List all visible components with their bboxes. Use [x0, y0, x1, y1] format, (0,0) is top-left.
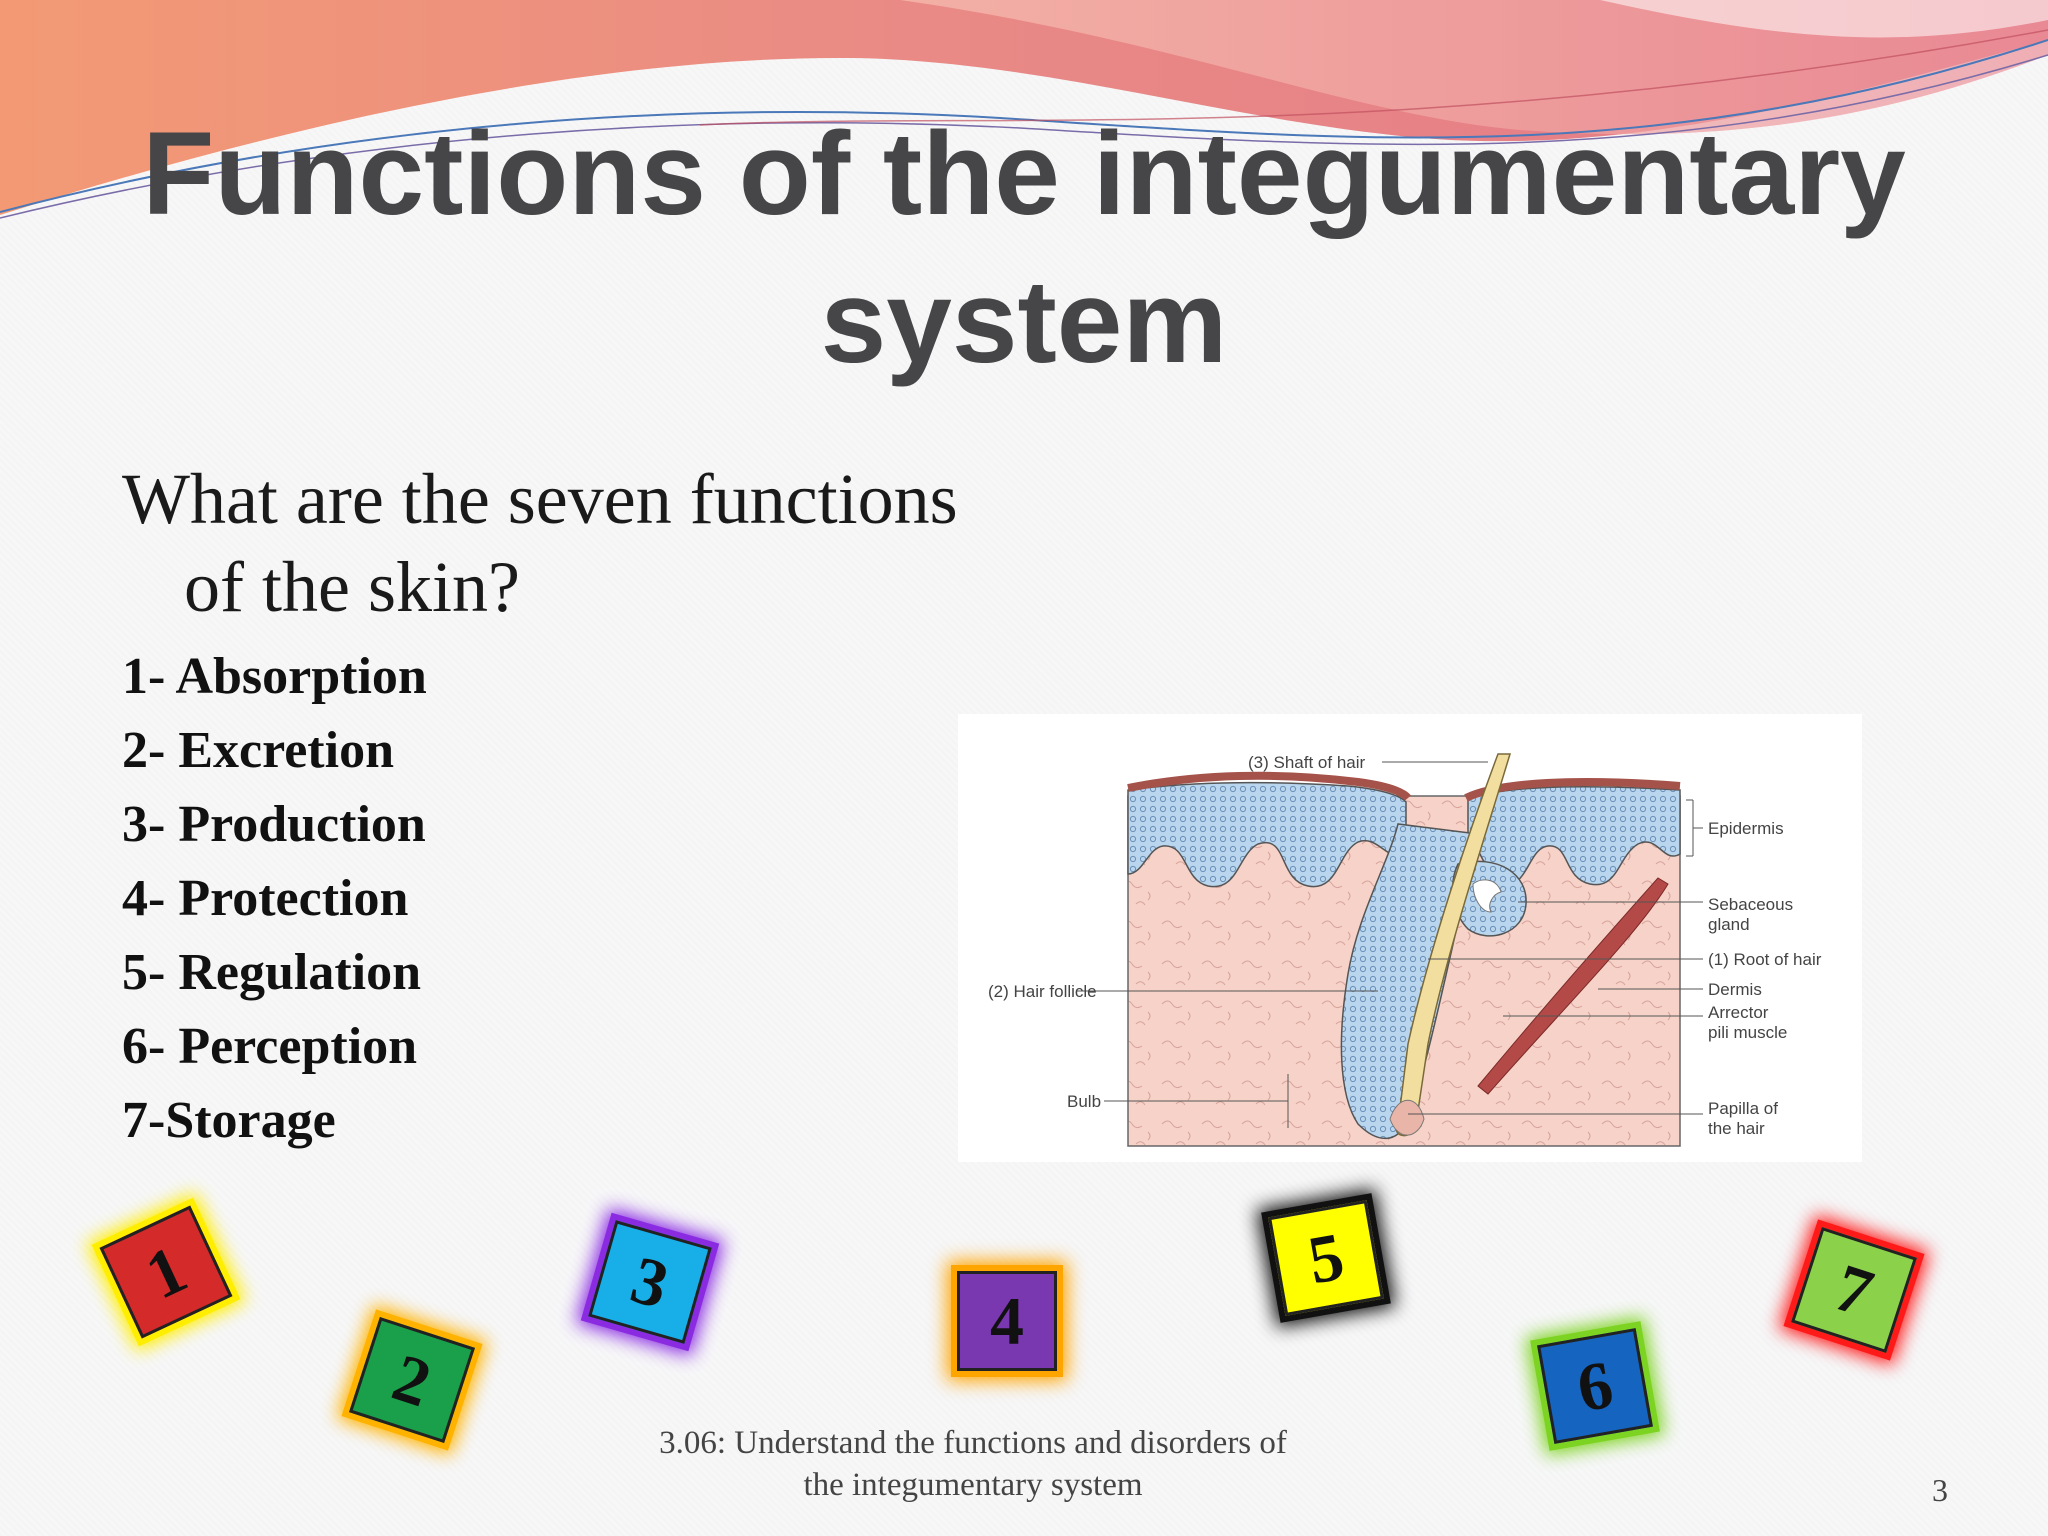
question-line-2: of the skin?: [184, 547, 520, 627]
functions-list: 1- Absorption 2- Excretion 3- Production…: [122, 640, 427, 1158]
tile-label-7: 7: [1826, 1248, 1883, 1331]
function-item-absorption: 1- Absorption: [122, 648, 427, 705]
label-the-hair: the hair: [1708, 1119, 1765, 1138]
tile-label-2: 2: [384, 1338, 441, 1421]
number-tile-6: 6: [1537, 1328, 1653, 1444]
skin-surface: [1127, 771, 1681, 802]
hair-papilla: [1389, 1099, 1425, 1136]
tile-label-3: 3: [623, 1240, 677, 1323]
function-item-storage: 7-Storage: [122, 1092, 336, 1149]
function-item-perception: 6- Perception: [122, 1018, 418, 1075]
header-wave-decoration: [0, 0, 2048, 219]
footer-line-2: the integumentary system: [803, 1467, 1143, 1503]
function-item-excretion: 2- Excretion: [122, 722, 394, 779]
number-tile-1: 1: [99, 1205, 233, 1339]
label-epidermis: Epidermis: [1708, 819, 1784, 838]
label-sebaceous: Sebaceous: [1708, 895, 1793, 914]
label-dermis: Dermis: [1708, 980, 1762, 999]
number-tile-4: 4: [957, 1271, 1057, 1371]
label-arrector: Arrector: [1708, 1003, 1769, 1022]
epidermis-left: [1127, 781, 1407, 888]
number-tile-5: 5: [1268, 1200, 1384, 1316]
label-shaft-of-hair: (3) Shaft of hair: [1248, 753, 1366, 772]
number-tile-3: 3: [588, 1220, 712, 1344]
label-gland: gland: [1708, 915, 1750, 934]
hair-shaft: [1395, 753, 1512, 1137]
label-bulb: Bulb: [1067, 1092, 1101, 1111]
number-tile-2: 2: [348, 1316, 476, 1444]
skin-cross-section-illustration: (3) Shaft of hair Epidermis Sebaceous gl…: [988, 753, 1822, 1147]
tile-label-6: 6: [1571, 1345, 1619, 1426]
label-pili-muscle: pili muscle: [1708, 1023, 1787, 1042]
label-root-of-hair: (1) Root of hair: [1708, 950, 1822, 969]
tile-label-1: 1: [134, 1229, 198, 1314]
question-line-1: What are the seven functions: [122, 459, 958, 539]
function-item-regulation: 5- Regulation: [122, 944, 421, 1001]
footer-line-1: 3.06: Understand the functions and disor…: [659, 1425, 1287, 1461]
follicle-sheath: [1340, 823, 1479, 1140]
label-hair-follicle: (2) Hair follicle: [988, 982, 1097, 1001]
function-item-protection: 4- Protection: [122, 870, 409, 927]
page-number: 3: [1932, 1472, 1948, 1508]
tile-label-4: 4: [990, 1282, 1024, 1359]
question-text: What are the seven functions of the skin…: [122, 455, 1122, 631]
arrector-pili-muscle: [1477, 877, 1669, 1095]
function-item-production: 3- Production: [122, 796, 426, 853]
number-tile-7: 7: [1790, 1226, 1918, 1354]
label-papilla: Papilla of: [1708, 1099, 1778, 1118]
slide-title: Functions of the integumentary system: [142, 108, 1906, 388]
tile-label-5: 5: [1302, 1217, 1350, 1298]
footer-text: 3.06: Understand the functions and disor…: [560, 1422, 1386, 1506]
hair-follicle-diagram: (3) Shaft of hair Epidermis Sebaceous gl…: [958, 714, 1862, 1162]
